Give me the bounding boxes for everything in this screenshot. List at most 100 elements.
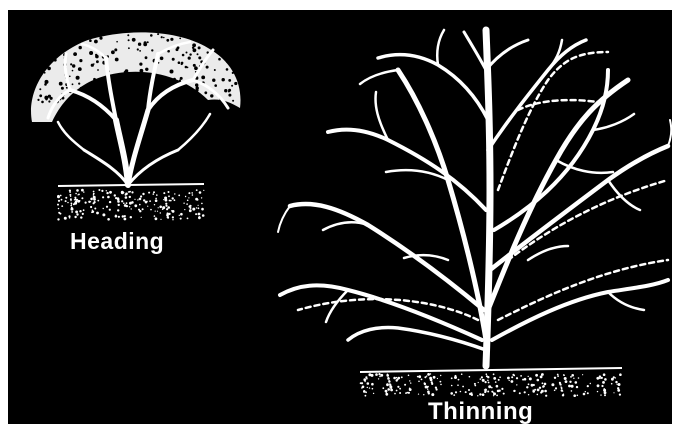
texture-dot: [142, 102, 145, 105]
texture-dot: [74, 197, 76, 199]
texture-dot: [97, 200, 99, 202]
heading-ground-line: [58, 184, 204, 186]
texture-dot: [165, 199, 168, 202]
texture-dot: [167, 206, 170, 209]
texture-dot: [163, 37, 165, 39]
texture-dot: [93, 78, 96, 81]
texture-dot: [187, 67, 189, 69]
texture-dot: [136, 80, 138, 82]
texture-dot: [168, 195, 170, 197]
texture-dot: [587, 385, 589, 387]
texture-dot: [39, 94, 42, 97]
texture-dot: [224, 89, 227, 92]
texture-dot: [590, 383, 591, 384]
texture-dot: [111, 50, 115, 54]
texture-dot: [204, 91, 207, 94]
texture-dot: [172, 197, 174, 199]
texture-dot: [101, 190, 103, 192]
texture-dot: [176, 48, 179, 51]
texture-dot: [180, 77, 183, 80]
texture-dot: [192, 43, 196, 47]
texture-dot: [147, 206, 148, 207]
texture-dot: [154, 215, 156, 217]
texture-dot: [542, 386, 544, 388]
texture-dot: [474, 385, 476, 387]
texture-dot: [450, 392, 453, 395]
texture-dot: [554, 377, 556, 379]
texture-dot: [85, 202, 87, 204]
texture-dot: [174, 199, 176, 201]
texture-dot: [58, 41, 61, 44]
texture-dot: [81, 189, 84, 192]
texture-dot: [107, 196, 110, 199]
texture-dot: [143, 99, 145, 101]
texture-dot: [195, 213, 197, 215]
texture-dot: [69, 76, 71, 78]
texture-dot: [398, 377, 401, 380]
texture-dot: [529, 377, 532, 380]
texture-dot: [226, 50, 228, 52]
texture-dot: [61, 205, 63, 207]
pruning-illustration: [8, 10, 672, 424]
texture-dot: [189, 206, 191, 208]
texture-dot: [65, 197, 67, 199]
texture-dot: [97, 69, 99, 71]
texture-dot: [478, 382, 479, 383]
texture-dot: [189, 53, 191, 55]
texture-dot: [130, 216, 132, 218]
texture-dot: [469, 393, 471, 395]
texture-dot: [48, 100, 50, 102]
texture-dot: [66, 46, 68, 48]
texture-dot: [453, 394, 455, 396]
texture-dot: [408, 392, 410, 394]
texture-dot: [465, 391, 467, 393]
texture-dot: [159, 206, 162, 209]
texture-dot: [363, 378, 366, 381]
texture-dot: [480, 378, 482, 380]
texture-dot: [378, 373, 380, 375]
texture-dot: [498, 379, 500, 381]
texture-dot: [74, 37, 77, 40]
texture-dot: [180, 87, 182, 89]
texture-dot: [231, 85, 233, 87]
texture-dot: [226, 54, 229, 57]
texture-dot: [199, 216, 201, 218]
texture-dot: [179, 38, 181, 40]
texture-dot: [469, 376, 471, 378]
texture-dot: [83, 209, 85, 211]
heading-tree: [31, 32, 240, 220]
texture-dot: [78, 67, 82, 71]
texture-dot: [440, 384, 442, 386]
texture-dot: [179, 80, 181, 82]
texture-dot: [44, 83, 47, 86]
texture-dot: [80, 216, 82, 218]
texture-dot: [228, 94, 231, 97]
texture-dot: [125, 194, 127, 196]
texture-dot: [38, 74, 41, 77]
texture-dot: [134, 199, 135, 200]
texture-dot: [582, 374, 583, 375]
texture-dot: [214, 84, 217, 87]
texture-dot: [193, 64, 196, 67]
texture-dot: [92, 211, 94, 213]
thinning-ground-line: [360, 368, 622, 372]
texture-dot: [604, 378, 607, 381]
texture-dot: [222, 36, 225, 39]
texture-dot: [44, 72, 46, 74]
texture-dot: [497, 390, 500, 393]
texture-dot: [102, 213, 105, 216]
texture-dot: [528, 394, 529, 395]
texture-dot: [228, 79, 231, 82]
texture-dot: [47, 53, 49, 55]
texture-dot: [576, 386, 578, 388]
texture-dot: [39, 88, 41, 90]
texture-dot: [539, 387, 541, 389]
texture-dot: [493, 395, 494, 396]
texture-dot: [575, 381, 578, 384]
texture-dot: [89, 39, 92, 42]
texture-dot: [382, 387, 384, 389]
texture-dot: [417, 376, 419, 378]
texture-dot: [455, 391, 457, 393]
texture-dot: [496, 386, 497, 387]
texture-dot: [59, 213, 61, 215]
